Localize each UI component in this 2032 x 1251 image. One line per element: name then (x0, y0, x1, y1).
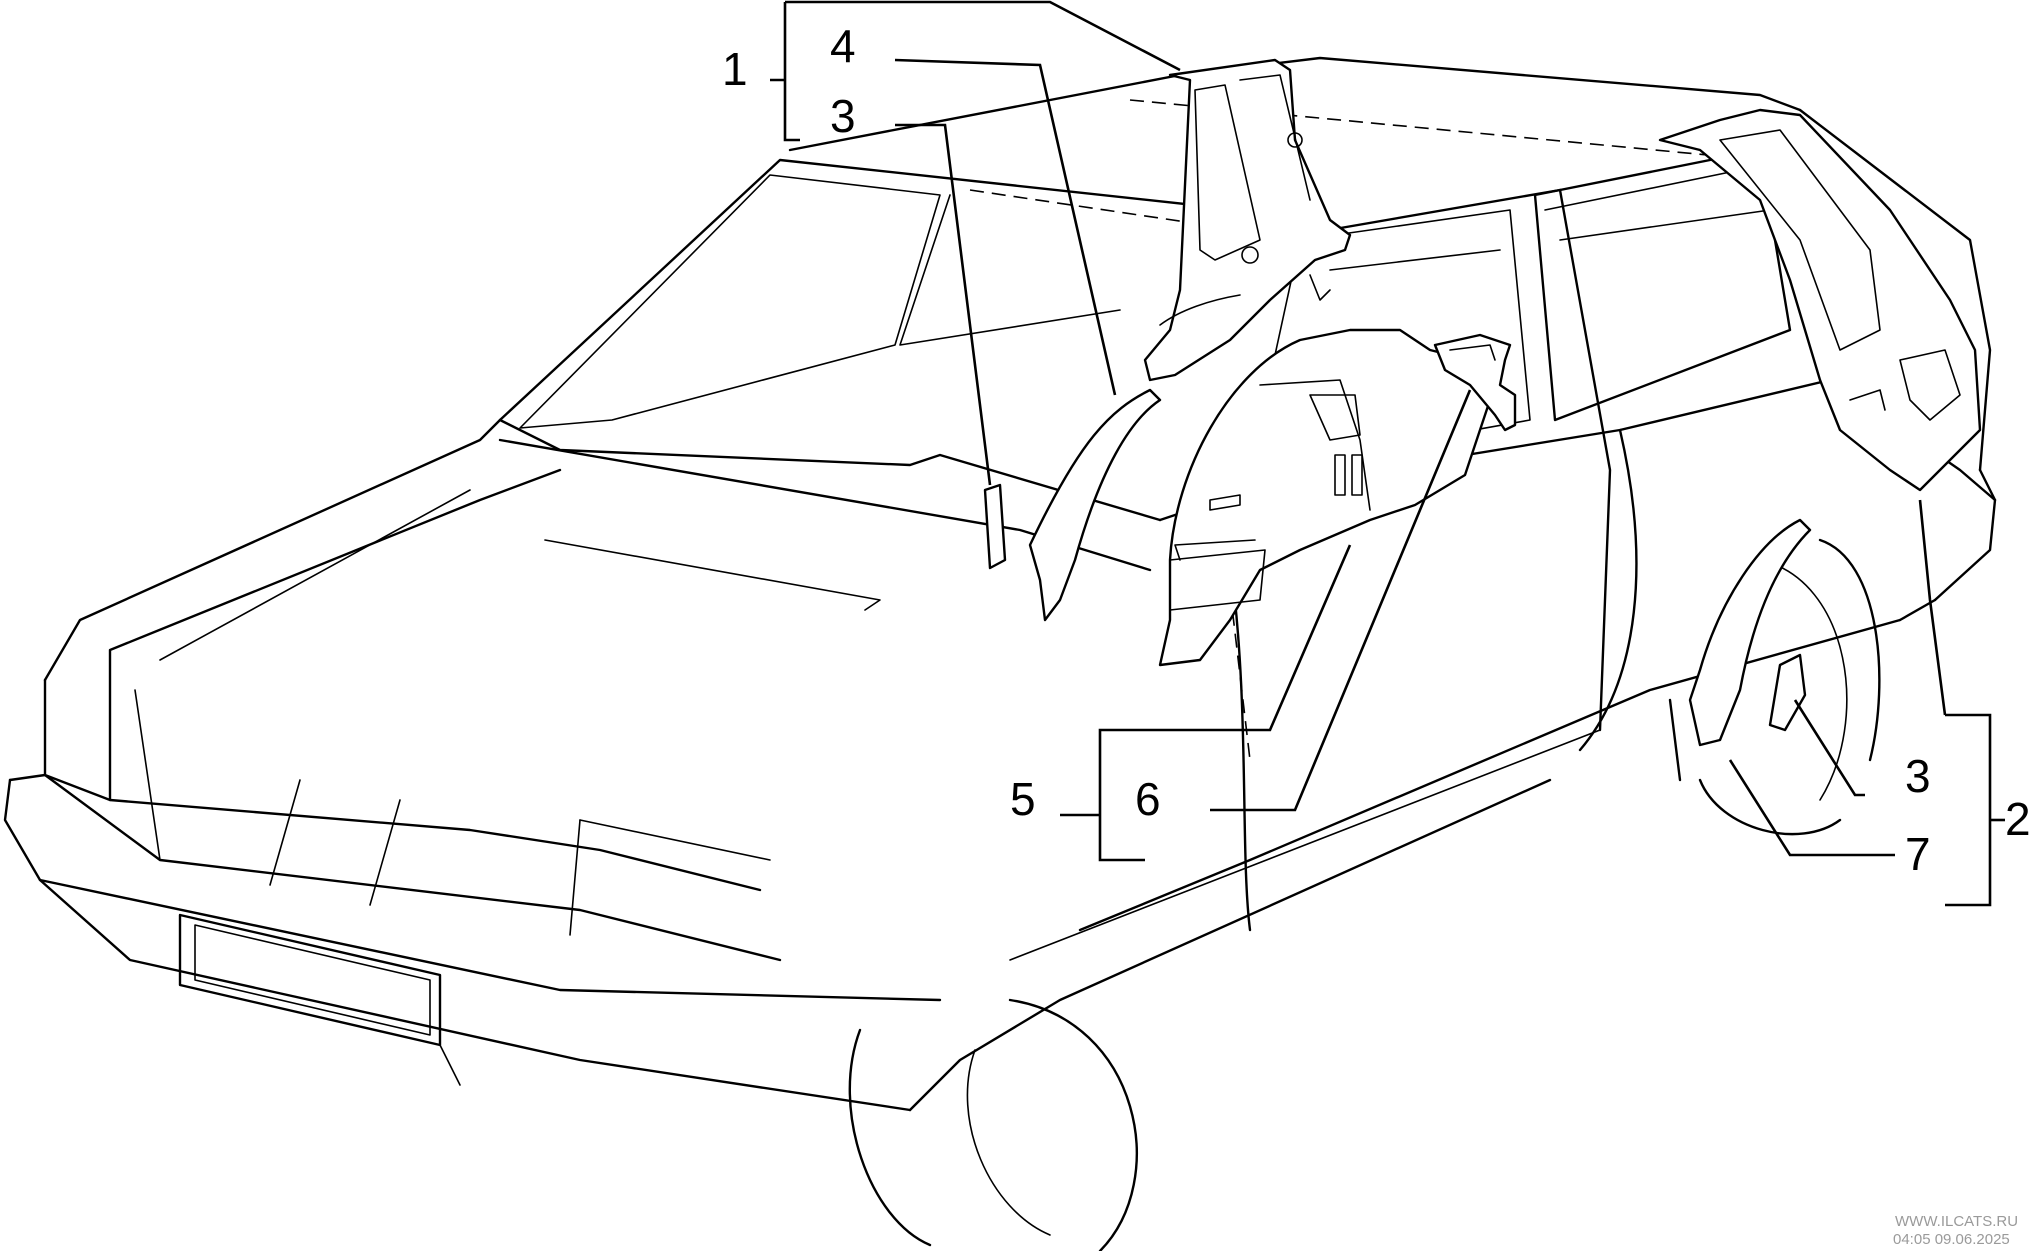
watermark: WWW.ILCATS.RU 04:05 09.06.2025 (1893, 1213, 2018, 1248)
part-bracket (1433, 333, 1517, 432)
callout-1: 1 (722, 43, 748, 95)
callout-6: 6 (1135, 773, 1161, 825)
callout-3-front: 3 (830, 90, 856, 142)
callout-2: 2 (2005, 793, 2031, 845)
callout-3-rear: 3 (1905, 750, 1931, 802)
callout-labels: 1 4 3 5 6 3 7 2 (722, 20, 2031, 880)
part-b-pillar-inner (1143, 58, 1352, 382)
leader-lines (770, 0, 2005, 907)
watermark-stamp: 04:05 09.06.2025 (1893, 1231, 2010, 1248)
part-strip-front (983, 483, 1007, 570)
part-c-pillar-inner (1658, 108, 1982, 492)
callout-4: 4 (830, 20, 856, 72)
part-strip-rear (1768, 653, 1807, 732)
callout-5: 5 (1010, 773, 1036, 825)
part-arch-trim-front (1028, 388, 1162, 622)
callout-7: 7 (1905, 828, 1931, 880)
car-body-outline (3, 56, 1997, 1251)
part-arch-trim-rear (1688, 518, 1812, 747)
watermark-site: WWW.ILCATS.RU (1895, 1213, 2018, 1230)
part-wheel-arch-inner (1158, 328, 1492, 667)
